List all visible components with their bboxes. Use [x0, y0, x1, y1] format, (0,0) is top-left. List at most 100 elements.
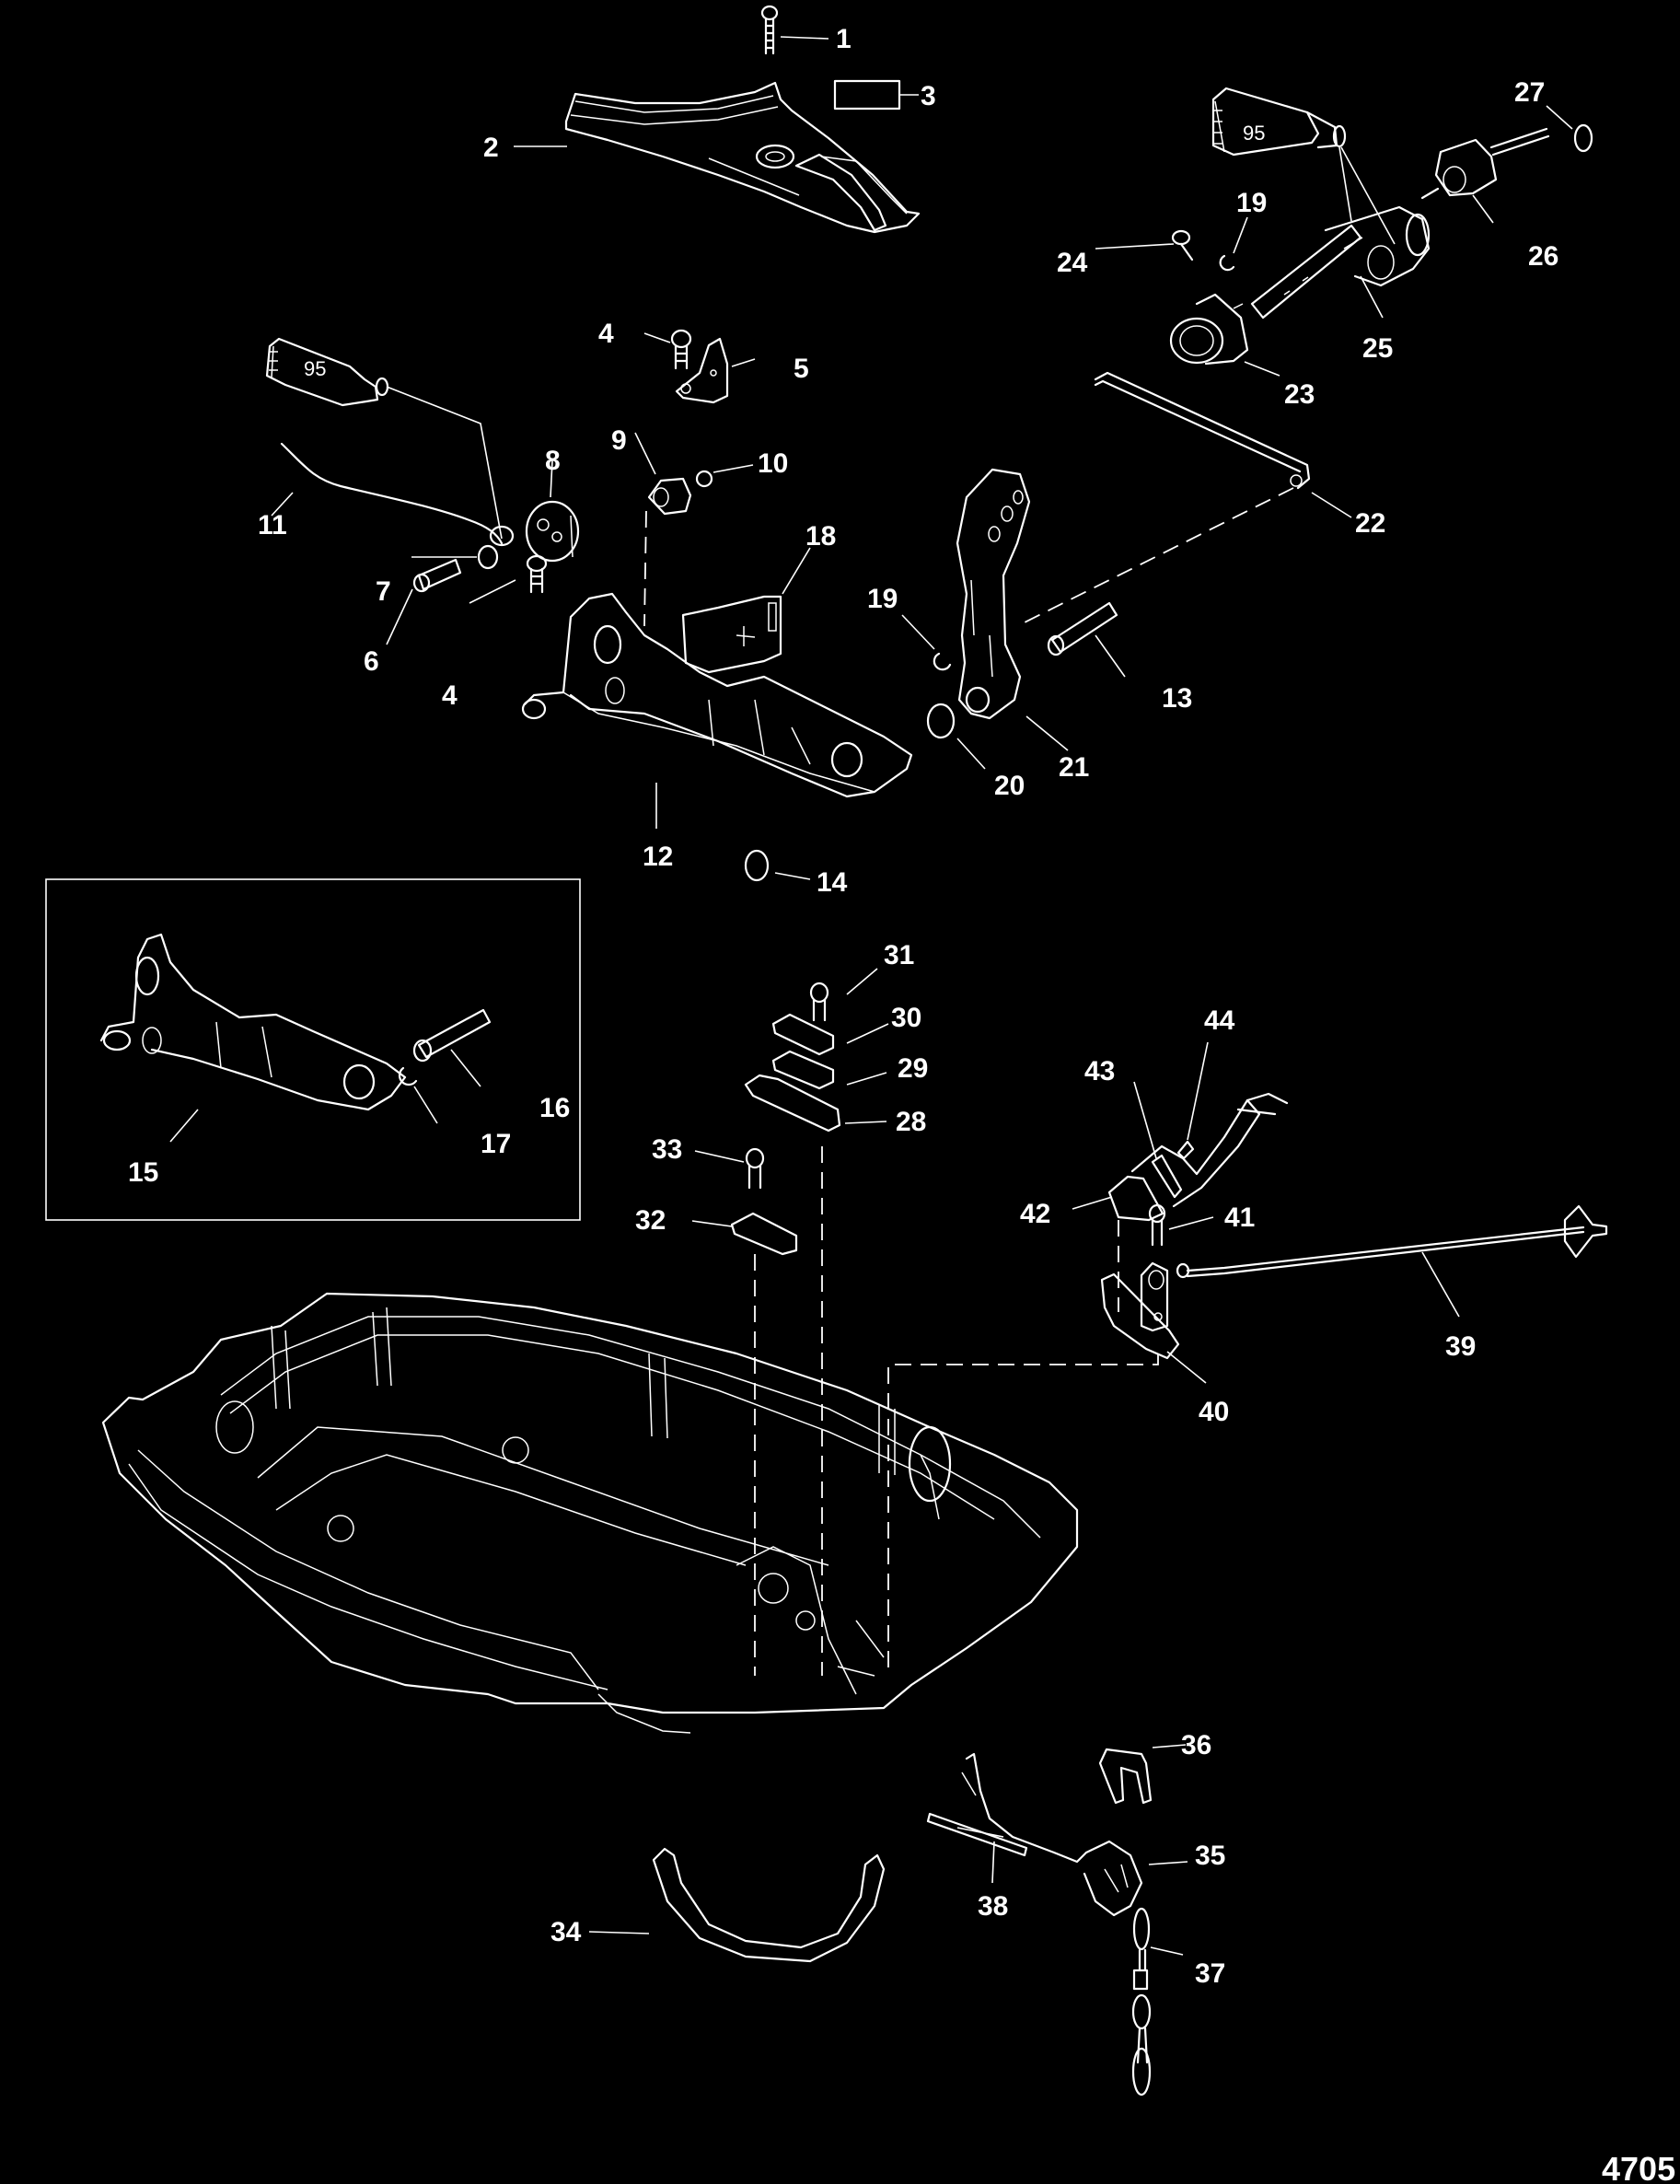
leader-4-upper [643, 332, 671, 343]
callout-22: 22 [1355, 508, 1385, 539]
part-28-plate [744, 1074, 841, 1133]
inset-frame [45, 878, 581, 1221]
leader-36 [1152, 1744, 1187, 1748]
part-8-cam [525, 500, 580, 563]
part-42-switch [1107, 1092, 1289, 1222]
leader-22 [1311, 492, 1352, 518]
leader-37 [1150, 1946, 1184, 1956]
leader-15 [169, 1109, 199, 1143]
part-34-bracket [652, 1847, 886, 1963]
callout-10: 10 [758, 448, 788, 479]
part-13-pin [1047, 601, 1118, 656]
callout-35: 35 [1195, 1841, 1225, 1871]
part-31-screw [809, 982, 829, 1022]
callout-42: 42 [1020, 1199, 1050, 1229]
main-lower-cowl [101, 1292, 1079, 1734]
leader-1 [780, 36, 829, 40]
leader-31 [846, 968, 878, 995]
leader-20 [956, 738, 986, 770]
callout-44: 44 [1204, 1005, 1235, 1036]
part-10-plug [695, 470, 713, 488]
leader-19-upper [1233, 216, 1248, 254]
callout-41: 41 [1224, 1202, 1255, 1233]
tube-label-right: 95 [1243, 122, 1265, 145]
part-16-pin [412, 1008, 492, 1063]
callout-27: 27 [1514, 77, 1545, 108]
part-19-clip-lower [933, 652, 952, 671]
callout-28: 28 [896, 1107, 926, 1137]
lubricant-tube-left: 95 [265, 337, 389, 407]
callout-16: 16 [539, 1093, 570, 1123]
callout-33: 33 [652, 1134, 682, 1165]
tube-left-leader [386, 386, 503, 540]
leader-10 [713, 464, 754, 473]
leader-38 [991, 1841, 995, 1884]
callout-19-upper: 19 [1236, 188, 1267, 218]
leader-32 [691, 1220, 733, 1227]
leader-24 [1095, 243, 1175, 250]
leader-13 [1095, 634, 1126, 678]
part-20-washer [926, 703, 956, 739]
tube-right-leaders [1338, 146, 1396, 245]
callout-4-lower: 4 [442, 680, 458, 711]
callout-25: 25 [1362, 333, 1393, 364]
leader-5 [731, 358, 756, 367]
part-14-oring [744, 849, 770, 882]
callout-19-lower: 19 [867, 584, 898, 614]
part-24-bolt [1171, 229, 1194, 261]
callout-17: 17 [481, 1129, 511, 1159]
callout-20: 20 [994, 771, 1025, 801]
callout-38: 38 [978, 1891, 1008, 1922]
leader-23 [1244, 361, 1280, 377]
part-4-bolt-lower [526, 554, 548, 594]
part-3-pad [833, 79, 901, 110]
part-11-cable [280, 442, 504, 545]
leader-16 [450, 1049, 481, 1087]
part-32-plate [730, 1212, 798, 1256]
leader-43 [1133, 1081, 1157, 1159]
part-22-rod [1094, 371, 1311, 490]
lubricant-tube-right: 95 [1211, 87, 1347, 157]
callout-13: 13 [1162, 683, 1192, 714]
part-25-shaft [1250, 205, 1431, 319]
cowl-opening [908, 1425, 952, 1503]
callout-12: 12 [643, 842, 673, 872]
part-36-clip [1098, 1748, 1153, 1805]
callout-40: 40 [1199, 1397, 1229, 1427]
callout-14: 14 [817, 867, 848, 898]
part-27-screw [1489, 123, 1593, 157]
callout-5: 5 [794, 354, 809, 384]
leader-42 [1072, 1196, 1113, 1210]
leader-9 [634, 432, 656, 475]
callout-24: 24 [1057, 248, 1088, 278]
part-12-base [521, 592, 913, 798]
part-38-pin [926, 1812, 1028, 1857]
part-39-cable [1176, 1204, 1608, 1279]
leader-4-lower [469, 579, 516, 604]
leader-18 [782, 547, 811, 595]
callout-15: 15 [128, 1157, 158, 1188]
leader-41 [1168, 1216, 1214, 1230]
part-40-bracket [1100, 1261, 1180, 1360]
leader-33 [694, 1150, 745, 1163]
callout-11: 11 [258, 510, 287, 540]
callout-4-upper: 4 [598, 319, 614, 349]
part-15-alt-base [99, 933, 407, 1111]
part-11-cable-end [489, 525, 515, 547]
callout-labels: 1 2 3 4 4 5 6 7 8 9 10 11 12 13 14 15 16… [128, 24, 1558, 1989]
part-17-clip [398, 1066, 418, 1086]
part-5-bracket [675, 337, 729, 404]
leader-21 [1025, 715, 1069, 751]
callout-2: 2 [483, 133, 499, 163]
grommet-dashed-line [643, 510, 647, 627]
part-18-pad [681, 595, 782, 674]
part-4-bolt-upper [670, 329, 692, 370]
leader-44 [1187, 1041, 1209, 1141]
figure-number: 4705 [1602, 2150, 1675, 2184]
callout-1: 1 [836, 24, 852, 54]
leader-35 [1148, 1861, 1188, 1865]
callout-36: 36 [1181, 1730, 1211, 1760]
callout-18: 18 [805, 521, 836, 552]
part-30-plate [771, 1013, 835, 1056]
